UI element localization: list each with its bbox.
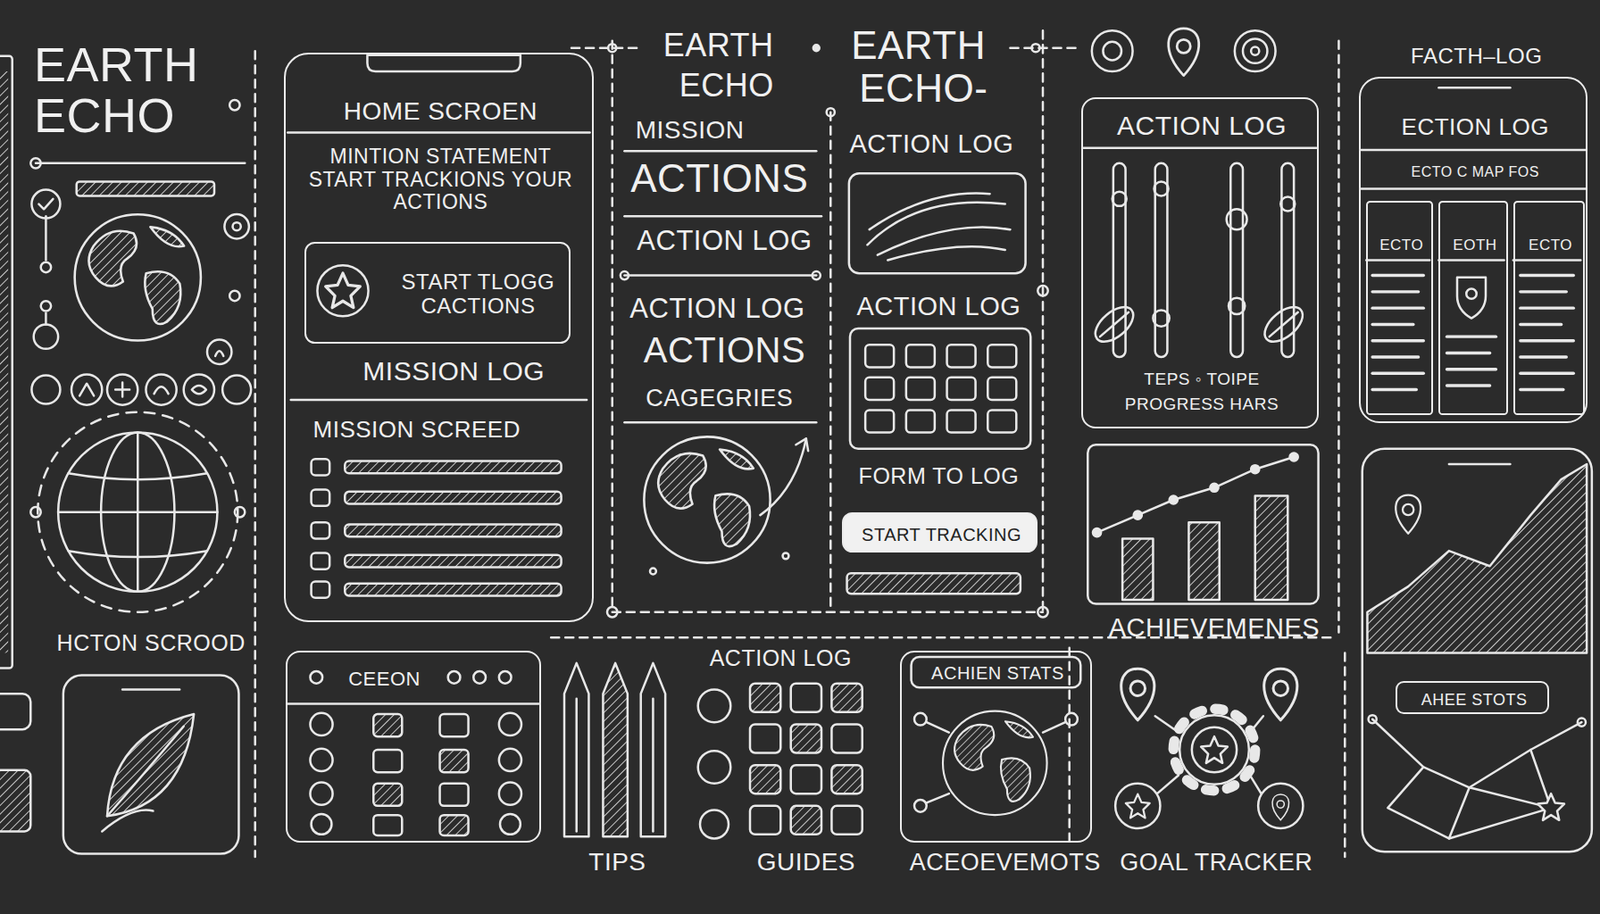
node-text: CEEON: [348, 668, 421, 692]
node-text: EOTH: [1452, 236, 1497, 254]
start-button: START TRACKING: [841, 512, 1038, 554]
table-column: ECTO: [1513, 200, 1585, 416]
stats-button: AHEE STOTS: [1395, 681, 1549, 715]
chalk-label: ACEOEVEMOTS: [909, 849, 1101, 876]
checklist-card: CEEON: [285, 650, 542, 843]
chalk-label: TIPS: [588, 848, 646, 876]
chalk-label: ACTION LOG: [636, 225, 812, 257]
phone-screen: HOME SCROEN MINTION STATEMENT START TRACK…: [283, 52, 594, 623]
node-text: START TLOGG CACTIONS: [386, 270, 570, 319]
chalk-label: ECHO: [679, 67, 775, 104]
chalk-label: ACTION LOG: [849, 129, 1014, 159]
node-text: MINTION STATEMENT START TRACKIONS YOUR A…: [301, 145, 579, 215]
chalk-label: FACTH–LOG: [1410, 43, 1542, 68]
chalk-label: ACTIONS: [643, 330, 806, 371]
node-text: ECTION LOG: [1401, 114, 1550, 141]
start-log-card: START TLOGG CACTIONS: [304, 241, 570, 344]
node-text: ECTO: [1379, 236, 1424, 254]
chalk-label: ACTION LOG: [856, 291, 1021, 321]
node-text: AHEE STOTS: [1421, 691, 1528, 709]
app-title: EARTH ECHO: [33, 39, 258, 141]
node-text: MISSION LOG: [362, 356, 545, 387]
node-text: MISSION SCREED: [313, 416, 521, 443]
node-text: TEPS ◦ TOIPE: [1143, 369, 1259, 389]
node-text: START TRACKING: [861, 524, 1022, 544]
stats-card: ACHIEN STATS: [900, 650, 1092, 843]
table-column: EOTH: [1438, 200, 1509, 416]
chalk-label: ACTION LOG: [709, 645, 852, 671]
node-text: ECTO: [1528, 236, 1573, 254]
action-log-panel: ACTION LOG TEPS ◦ TOIPE PROGRESS HARS: [1081, 97, 1318, 429]
chalk-label: ECHO-: [858, 66, 988, 111]
chalk-label: FORM TO LOG: [858, 463, 1020, 489]
node-text: ECTO C MAP FOS: [1411, 164, 1540, 181]
sketch-lines: [0, 28, 1592, 858]
table-column: ECTO: [1366, 200, 1434, 416]
chalk-label: ACHIEVEMENES: [1108, 613, 1320, 642]
chalk-label: ACTIONS: [630, 156, 809, 200]
chalk-label: EARTH: [850, 24, 986, 68]
log-phone: ECTION LOG ECTO C MAP FOS ECTO EOTH ECTO: [1358, 76, 1588, 425]
chalk-label: MISSION: [635, 116, 745, 145]
node-text: ACHIEN STATS: [931, 663, 1065, 684]
chalk-label: HCTON SCROOD: [57, 630, 246, 656]
node-text: ACTION LOG: [1116, 111, 1287, 142]
node-text: PROGRESS HARS: [1125, 395, 1279, 415]
chalk-label: CAGEGRIES: [645, 384, 793, 412]
chalk-label: GUIDES: [757, 848, 856, 876]
chalk-label: GOAL TRACKER: [1119, 849, 1313, 876]
chalk-label: ACTION LOG: [629, 293, 805, 325]
node-text: HOME SCROEN: [343, 98, 538, 126]
chalk-label: EARTH: [663, 27, 775, 64]
